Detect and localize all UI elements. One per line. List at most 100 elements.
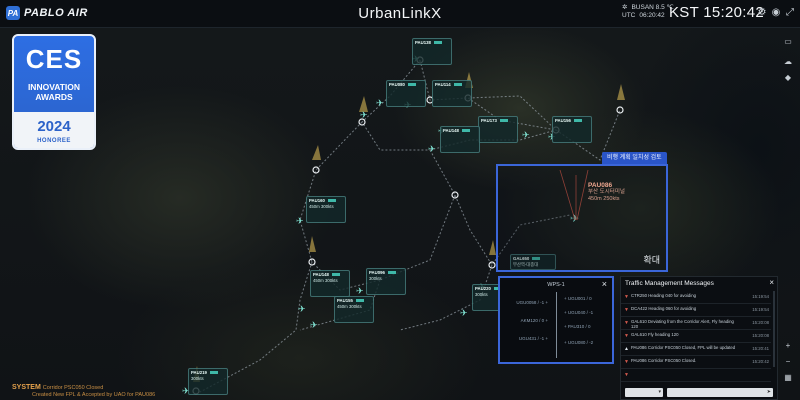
logo-mark-icon: PA (6, 6, 20, 20)
svg-text:✈: ✈ (376, 99, 384, 109)
message-row[interactable]: ▼GAL610 Fly heading 120 15:20:08 (621, 330, 771, 343)
flight-label[interactable]: PAU138 (412, 38, 452, 65)
logo-text: PABLO AIR (24, 7, 88, 19)
utc-label: UTC (622, 12, 636, 19)
svg-text:✈: ✈ (310, 321, 318, 331)
cloud-icon[interactable]: ☁ (784, 57, 792, 66)
svg-text:✈: ✈ (522, 131, 530, 141)
message-row[interactable]: ▼GAL610 Deviating from the Corridor Aler… (621, 317, 771, 330)
map-mode-icon[interactable]: ▦ (784, 373, 792, 382)
status-tag (387, 271, 396, 275)
close-icon[interactable]: × (601, 279, 607, 289)
flight-label[interactable]: PAU155 450m 300kts (334, 296, 374, 323)
status-tag (493, 287, 502, 291)
alert-icon: ▼ (624, 359, 629, 365)
scrollbar[interactable] (773, 291, 775, 367)
flight-callsign: PAU220 (475, 286, 491, 291)
status-tag (461, 129, 470, 133)
system-line: Created New FPL & Accepted by UAO for PA… (32, 392, 156, 398)
weather-icon: ✲ (622, 4, 628, 11)
message-row[interactable]: ▼PAU086 Corridor PSC050 Closed.15:20:42 (621, 356, 771, 369)
message-row[interactable]: ▼ (621, 369, 771, 382)
layers-icon[interactable]: ◆ (784, 73, 792, 82)
message-text: PAU086 Corridor PSC050 Closed, FPL will … (631, 345, 736, 350)
flight-label[interactable]: PAU114 (432, 80, 472, 107)
flight-callsign: PAU219 (191, 370, 207, 375)
message-row[interactable]: ▲PAU086 Corridor PSC050 Closed, FPL will… (621, 343, 771, 356)
flight-callsign: PAU138 (415, 40, 431, 45)
alert-icon: ▼ (624, 294, 629, 300)
pablo-air-logo: PA PABLO AIR (6, 6, 88, 20)
weather-text: BUSAN 8.5 ℃ (631, 4, 674, 11)
status-tag (407, 83, 416, 87)
ces-honoree: HONOREE (37, 138, 71, 144)
close-icon[interactable]: × (769, 278, 774, 287)
flight-alt-speed: 450m 300kts (313, 277, 338, 283)
zoom-out-icon[interactable]: − (785, 357, 791, 366)
flight-label[interactable]: PAU080 (386, 80, 426, 107)
flight-label[interactable]: PAU219 300kts (188, 368, 228, 395)
flight-alt-speed: 450m 300kts (337, 303, 362, 309)
status-tag (209, 371, 218, 375)
sidebar-toggle-icon[interactable]: ▭ (784, 37, 792, 46)
wps-left-entry: UGU431 / -1 + (518, 336, 548, 341)
flight-alt-speed: 300kts (191, 375, 204, 381)
flight-callsign: PAU080 (389, 82, 405, 87)
top-bar: PA PABLO AIR UrbanLinkX ✲BUSAN 8.5 ℃ UTC… (0, 0, 800, 28)
message-text: GAL610 Fly heading 120 (631, 332, 679, 337)
flight-label[interactable]: PAU148 450m 300kts (310, 270, 350, 297)
flight-label[interactable]: PAU156 (552, 116, 592, 143)
ces-logo: CES (25, 44, 83, 74)
svg-text:✈: ✈ (298, 305, 306, 315)
fullscreen-icon[interactable]: ⤢ (786, 7, 794, 18)
focused-flight[interactable]: PAU086 부산 도시터미널 450m 250kts (588, 182, 625, 203)
flight-label-gal650[interactable]: GAL650 부산역-대종대 (510, 254, 556, 270)
flight-callsign: PAU160 (309, 198, 325, 203)
status-tag (573, 119, 582, 123)
settings-icon[interactable]: ⚙ (757, 7, 767, 18)
message-time: 15:20:08 (752, 333, 769, 338)
flight-callsign: PAU148 (443, 128, 459, 133)
message-text: PAU086 Corridor PSC050 Closed. (631, 358, 697, 363)
svg-text:✈: ✈ (182, 387, 190, 397)
alert-icon: ▼ (624, 333, 629, 339)
wps-panel: WPS-1 × UGU0058 / -1 + AKM120 / 0 + UGU4… (498, 276, 614, 364)
recipient-select[interactable]: ▾ (625, 388, 663, 397)
message-time: 15:20:08 (752, 320, 769, 325)
account-icon[interactable]: ◉ (771, 7, 781, 18)
message-text: GAL610 Deviating from the Corridor Alert… (631, 319, 734, 329)
flight-alt-speed: 300kts (369, 275, 382, 281)
ces-year: 2024 (37, 118, 71, 135)
zoom-view[interactable]: 확대 (496, 164, 668, 272)
system-label: SYSTEM (12, 384, 41, 391)
ces-footer (14, 112, 94, 148)
wps-title: WPS-1 (547, 282, 565, 288)
flight-callsign: PAU096 (369, 270, 385, 275)
flight-label[interactable]: PAU096 300kts (366, 268, 406, 295)
flight-label[interactable]: PAU160 450m 300kts (306, 196, 346, 223)
flight-label[interactable]: PAU148 (440, 126, 480, 153)
flight-alt-speed: 300kts (475, 291, 488, 297)
flight-label[interactable]: PAU173 (478, 116, 518, 143)
zoom-label: 확대 (643, 255, 660, 265)
message-input[interactable]: ➤ (667, 388, 773, 397)
wps-left-entry: AKM120 / 0 + (520, 318, 548, 323)
status-tag (331, 273, 340, 277)
flight-route: 부산 도시터미널 (588, 189, 625, 195)
send-icon[interactable]: ➤ (766, 389, 771, 395)
flight-callsign: PAU155 (337, 298, 353, 303)
chevron-down-icon: ▾ (658, 389, 661, 395)
utc-time: 06:20:42 (639, 12, 665, 19)
traffic-management-panel: Traffic Management Messages × ▼CTR250 He… (620, 276, 778, 400)
message-time: 15:19:54 (752, 294, 769, 299)
svg-text:✈: ✈ (356, 287, 364, 297)
zoom-in-icon[interactable]: + (785, 341, 791, 350)
panel-title: Traffic Management Messages (625, 280, 714, 287)
status-tag (433, 41, 442, 45)
flight-plan-consistency-tab[interactable]: 비행 계획 일치성 검토 (602, 152, 667, 164)
